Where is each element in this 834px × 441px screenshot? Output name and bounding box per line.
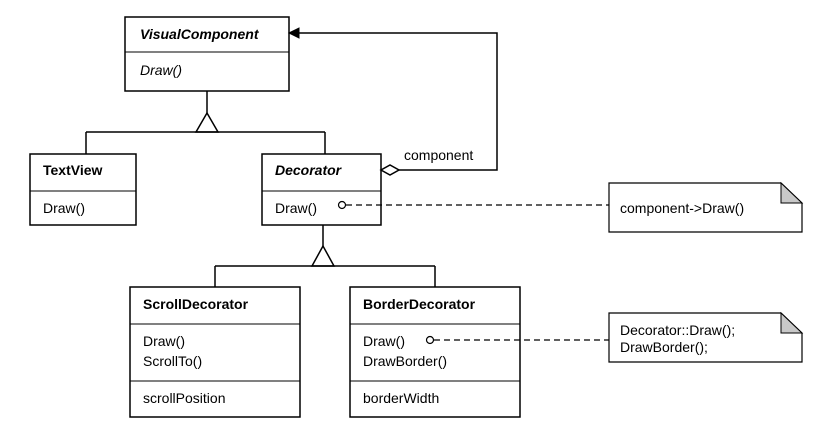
note-border-draw: Decorator::Draw(); DrawBorder(); [608,311,804,363]
aggregation-component: component [287,27,498,176]
border-decorator-attribute-borderwidth: borderWidth [363,390,439,406]
inheritance-triangle-icon [194,111,220,133]
class-text-view: TextView Draw() [29,153,137,226]
border-decorator-operation-draw: Draw() [363,333,405,349]
note-line: Decorator::Draw(); [620,322,735,338]
class-scroll-decorator: ScrollDecorator Draw() ScrollTo() scroll… [129,286,301,418]
scroll-decorator-operation-scrollto: ScrollTo() [143,353,202,369]
note-line: DrawBorder(); [620,339,708,355]
border-decorator-operation-drawborder: DrawBorder() [363,353,447,369]
note-decorator-draw: component->Draw() [608,181,804,233]
aggregation-diamond-icon [379,164,401,176]
component-label: component [404,147,473,163]
note-link-border [425,335,609,345]
decorator-name: Decorator [275,162,343,178]
scroll-decorator-operation-draw: Draw() [143,333,185,349]
visual-component-name: VisualComponent [140,26,260,42]
note-link-decorator [337,200,609,210]
note-anchor-icon [425,335,435,345]
inheritance-visual-component [85,91,326,154]
scroll-decorator-name: ScrollDecorator [143,296,249,312]
note-fold-icon [780,311,804,334]
border-decorator-name: BorderDecorator [363,296,476,312]
class-decorator: Decorator Draw() [261,153,382,226]
inheritance-decorator [214,225,436,287]
text-view-name: TextView [43,162,103,178]
decorator-operation-draw: Draw() [275,200,317,216]
class-visual-component: VisualComponent Draw() [124,16,290,92]
class-border-decorator: BorderDecorator Draw() DrawBorder() bord… [349,286,521,418]
note-line: component->Draw() [620,200,744,216]
inheritance-triangle-icon [310,244,336,267]
text-view-operation-draw: Draw() [43,200,85,216]
note-fold-icon [780,181,804,204]
arrowhead-icon [287,27,300,39]
scroll-decorator-attribute-scrollposition: scrollPosition [143,390,225,406]
visual-component-operation-draw: Draw() [140,62,182,78]
note-anchor-icon [337,200,347,210]
